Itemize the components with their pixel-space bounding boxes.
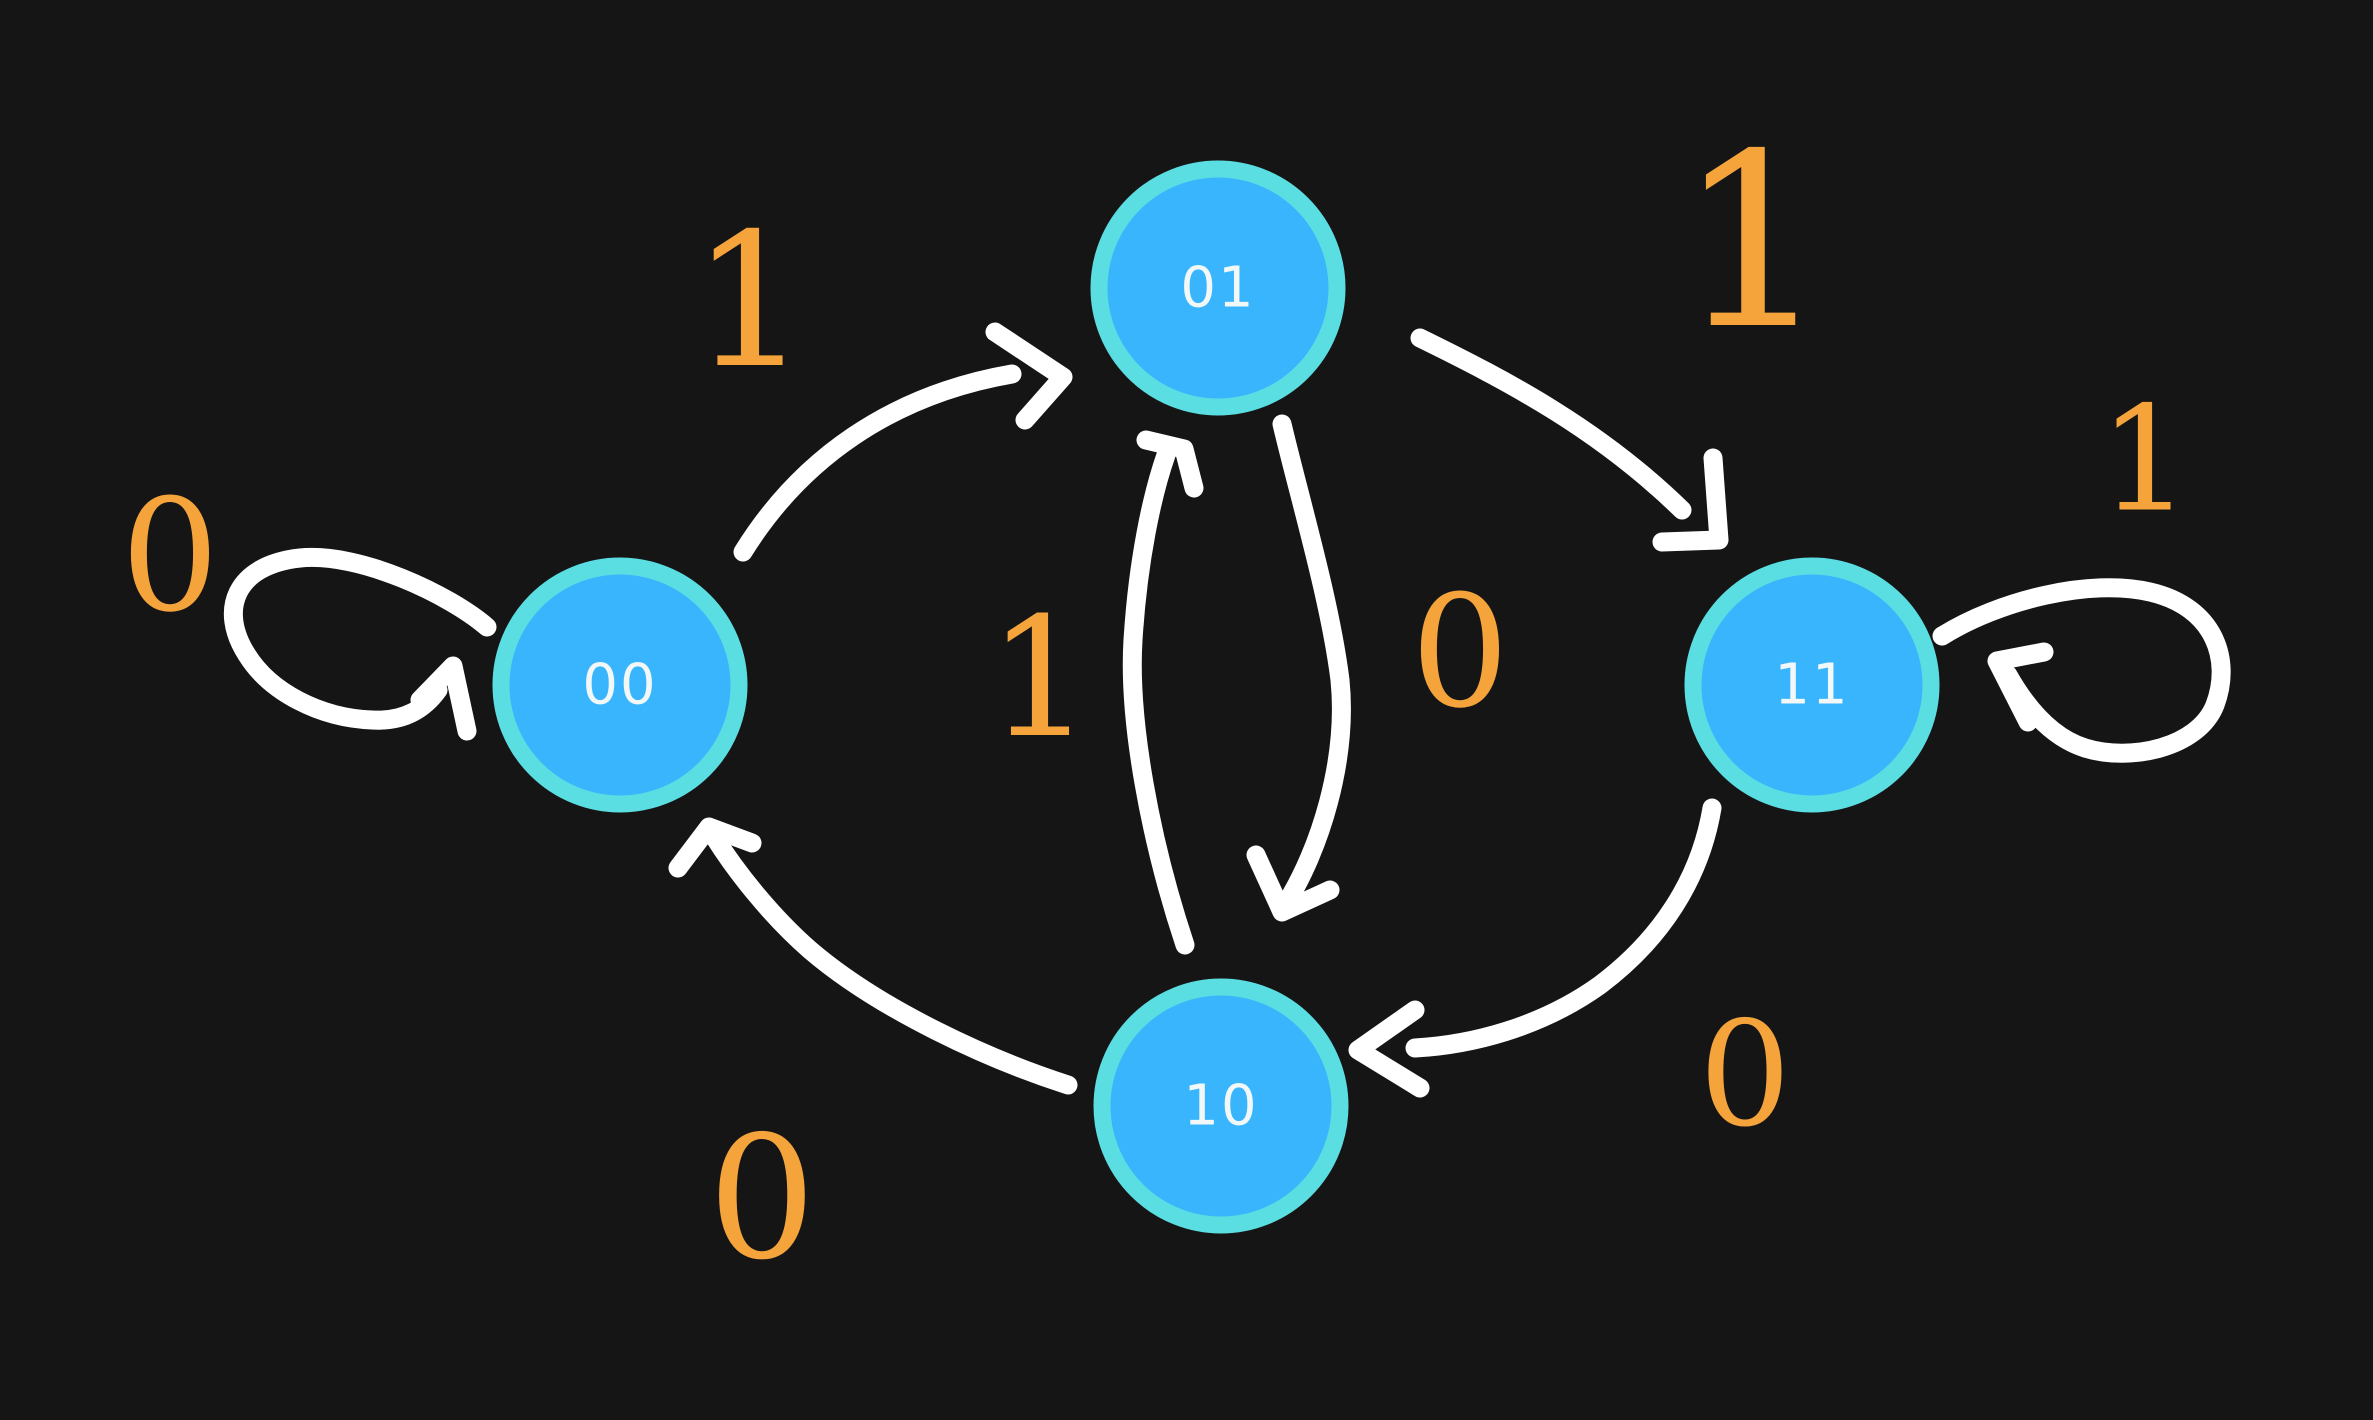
transition-arrow-10-to-00[interactable]	[668, 817, 1078, 1095]
arrow-curve	[223, 547, 497, 730]
transition-arrow-11-self[interactable]	[1932, 578, 2231, 763]
state-label: 10	[1183, 1074, 1258, 1139]
arrow-curve	[1932, 578, 2231, 763]
transition-arrow-00-self[interactable]	[223, 547, 497, 741]
state-circle	[1090, 160, 1346, 416]
arrow-curve	[1272, 414, 1351, 915]
arrowhead	[1136, 430, 1204, 498]
transition-arrow-11-to-10[interactable]	[1348, 798, 1722, 1098]
arrow-curve	[705, 828, 1078, 1095]
arrowhead	[410, 656, 477, 741]
transition-label-10-to-00[interactable]: 0	[708, 1100, 816, 1298]
transition-arrow-01-to-11[interactable]	[1410, 328, 1729, 552]
arrowhead	[1348, 1000, 1430, 1098]
arrow-curve	[1405, 798, 1722, 1058]
transition-label-01-to-11[interactable]: 1	[1677, 102, 1830, 382]
arrowhead	[668, 817, 762, 878]
state-circle	[1093, 978, 1349, 1234]
state-node-10[interactable]: 10	[1093, 978, 1349, 1234]
transition-label-10-to-01[interactable]: 1	[988, 582, 1093, 774]
state-circle	[1684, 557, 1940, 813]
arrow-curve	[1122, 445, 1195, 955]
arrowhead	[1987, 642, 2054, 732]
arrowhead	[985, 322, 1073, 430]
arrow-curve	[733, 364, 1022, 562]
transition-arrow-01-to-10[interactable]	[1246, 414, 1351, 922]
state-label: 00	[582, 653, 657, 718]
transition-label-01-to-10[interactable]: 0	[1411, 562, 1510, 743]
state-node-00[interactable]: 00	[492, 557, 748, 813]
state-node-11[interactable]: 11	[1684, 557, 1940, 813]
transition-label-11-to-10[interactable]: 0	[1699, 991, 1791, 1160]
transition-label-11-self[interactable]: 1	[2099, 376, 2191, 545]
state-circle	[492, 557, 748, 813]
transition-label-00-to-01[interactable]: 1	[691, 193, 809, 409]
arrowhead	[1246, 845, 1340, 922]
transition-arrow-00-to-01[interactable]	[733, 322, 1073, 562]
arrowhead	[1652, 448, 1729, 552]
transition-arrow-10-to-01[interactable]	[1122, 430, 1204, 955]
transition-label-00-self[interactable]: 0	[121, 466, 220, 647]
state-node-01[interactable]: 01	[1090, 160, 1346, 416]
arrow-curve	[1410, 328, 1692, 520]
state-label: 01	[1180, 256, 1255, 321]
state-label: 11	[1774, 653, 1849, 718]
